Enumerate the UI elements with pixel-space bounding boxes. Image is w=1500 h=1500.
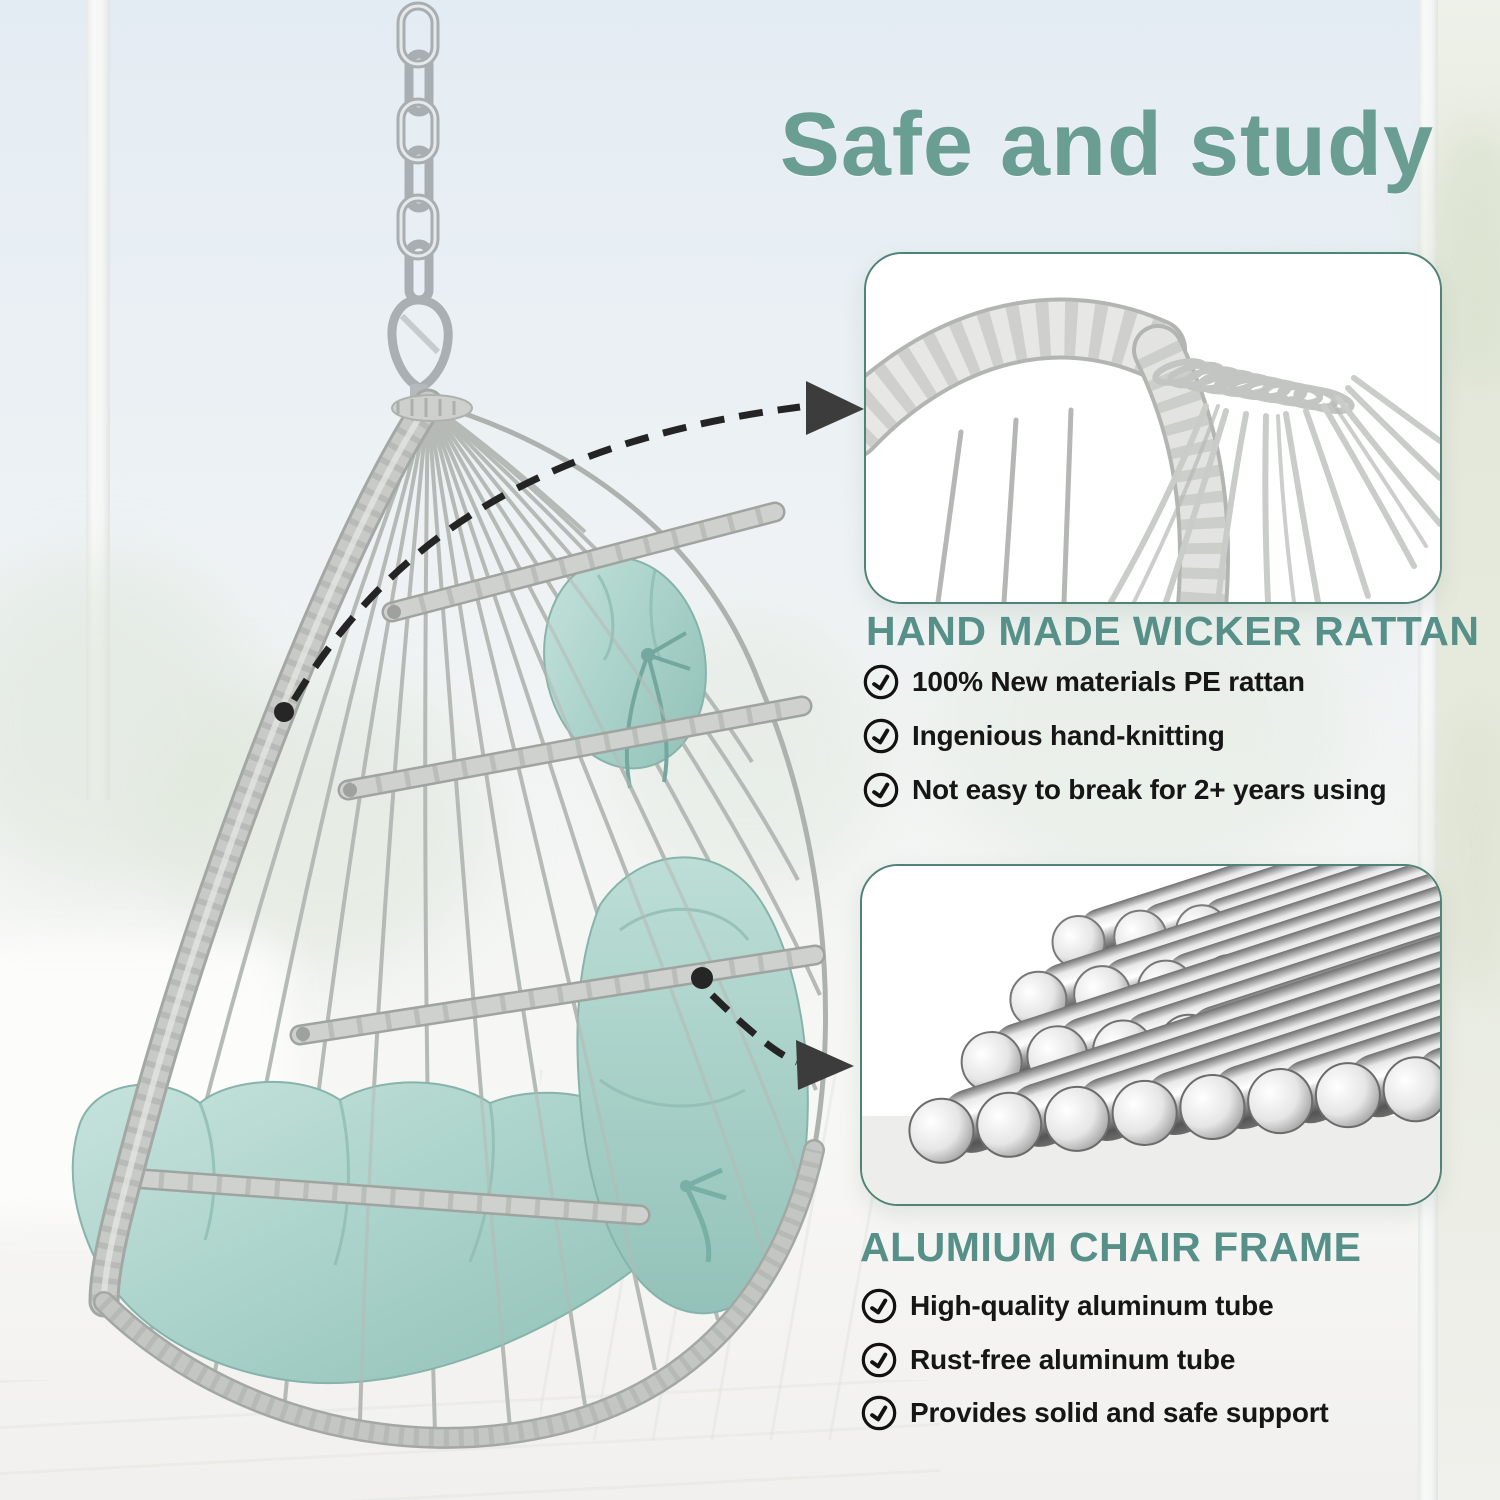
feature-text: 100% New materials PE rattan: [912, 666, 1305, 697]
check-circle-icon: [863, 718, 899, 754]
page-title: Safe and study: [779, 95, 1434, 195]
basket-rim: [93, 1139, 825, 1449]
check-circle-icon: [863, 772, 899, 808]
section-frame-heading: ALUMIUM CHAIR FRAME: [860, 1224, 1362, 1270]
hanging-wicker-swing-chair: [71, 388, 828, 1449]
feature-text: Not easy to break for 2+ years using: [912, 774, 1387, 805]
callout-arrow-to-rattan-detail: [290, 381, 864, 702]
feature-text: Ingenious hand-knitting: [912, 720, 1225, 751]
tube-stack: [908, 866, 1440, 1164]
feature-text: High-quality aluminum tube: [910, 1290, 1274, 1321]
section-rattan-heading: HAND MADE WICKER RATTAN: [866, 608, 1480, 654]
frame-knob: [274, 702, 294, 722]
foliage-blur: [0, 560, 260, 890]
detail-card-rattan: [864, 252, 1442, 604]
foliage-blur: [1436, 700, 1500, 1000]
feature-text: Provides solid and safe support: [910, 1397, 1329, 1428]
detail-card-frame: [860, 864, 1442, 1206]
feature-text: Rust-free aluminum tube: [910, 1344, 1236, 1375]
rope-cage-front: [358, 400, 822, 1429]
frame-knob: [691, 967, 713, 989]
frame-spine: [88, 388, 444, 1318]
wicker-rattan-closeup-photo: [866, 254, 1440, 602]
aluminum-tubes-stack-photo: [862, 866, 1440, 1204]
feature-row: Ingenious hand-knitting: [862, 712, 1225, 760]
feature-row: Not easy to break for 2+ years using: [862, 766, 1387, 814]
feature-row: Provides solid and safe support: [860, 1389, 1329, 1437]
apex-knot: [391, 394, 473, 422]
seat-cushion-tie: [680, 1167, 727, 1263]
feature-row: Rust-free aluminum tube: [860, 1336, 1235, 1384]
frame-bars: [119, 501, 826, 1226]
check-circle-icon: [861, 1342, 897, 1378]
check-circle-icon: [861, 1395, 897, 1431]
check-circle-icon: [863, 664, 899, 700]
callout-arrow-to-frame-detail: [709, 992, 854, 1090]
feature-row: 100% New materials PE rattan: [862, 658, 1305, 706]
feature-row: High-quality aluminum tube: [860, 1282, 1274, 1330]
foliage-blur: [1432, 120, 1500, 380]
hanging-chain: [396, 1, 440, 305]
check-circle-icon: [861, 1288, 897, 1324]
foliage-blur: [930, 560, 1350, 900]
